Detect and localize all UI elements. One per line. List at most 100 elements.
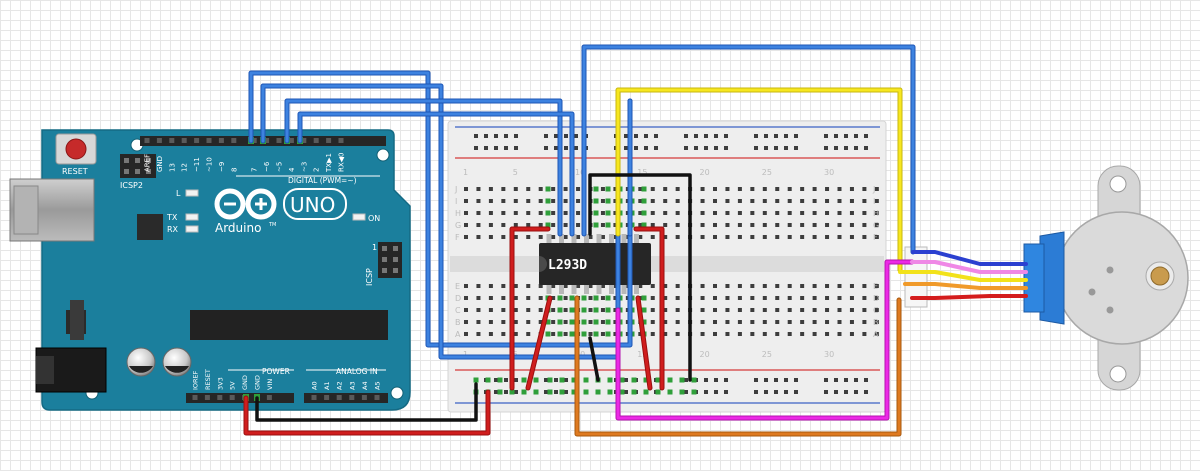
breadboard-hole [762, 320, 767, 324]
breadboard-hole [551, 320, 556, 324]
breadboard-hole [464, 223, 468, 227]
breadboard-hole [638, 187, 643, 191]
breadboard-hole-active [545, 210, 551, 216]
analog-pin-label: A3 [348, 381, 356, 390]
breadboard-hole [750, 235, 755, 239]
mount-hole [390, 386, 404, 400]
breadboard-hole [737, 332, 742, 336]
rail-hole-active [583, 389, 589, 395]
breadboard-hole [800, 199, 805, 203]
rail-hole [504, 390, 508, 394]
breadboard-hole [762, 199, 767, 203]
power-pin-label: 5V [229, 381, 237, 390]
header-pin [231, 138, 237, 143]
breadboard-hole [862, 320, 867, 324]
breadboard-hole [551, 284, 556, 288]
breadboard-hole [600, 284, 605, 288]
breadboard-hole [775, 320, 780, 324]
column-number: 25 [762, 350, 772, 359]
breadboard-hole [713, 223, 717, 227]
header-pin [124, 158, 129, 163]
analog-label: ANALOG IN [336, 367, 378, 376]
column-number: 20 [700, 168, 710, 177]
rail-hole [654, 134, 658, 138]
chip-leg [609, 284, 614, 294]
rail-hole [794, 378, 798, 382]
column-number: 25 [762, 168, 772, 177]
row-letter: H [873, 209, 879, 218]
header-pin [382, 246, 387, 251]
breadboard-hole [700, 332, 705, 336]
header-pin [181, 138, 187, 143]
breadboard-hole [638, 199, 643, 203]
rail-hole-active [607, 377, 613, 383]
breadboard-hole [613, 199, 618, 203]
breadboard-hole [600, 332, 605, 336]
wire-red-diag [526, 296, 552, 390]
row-letter: B [873, 318, 879, 327]
breadboard-hole [588, 296, 593, 300]
rail-hole-active [655, 389, 661, 395]
breadboard-hole [476, 284, 481, 288]
header-pin [393, 246, 398, 251]
breadboard-hole [713, 308, 717, 312]
power-pin-label: GND [241, 375, 249, 390]
rail-hole [754, 146, 758, 150]
rail-hole-active [607, 389, 613, 395]
breadboard-hole [874, 308, 879, 312]
rail-hole [794, 390, 798, 394]
breadboard-hole [849, 284, 854, 288]
breadboard-hole-active [605, 319, 611, 325]
icsp2-label: ICSP2 [120, 181, 143, 190]
mount-hole [1109, 365, 1127, 383]
breadboard-hole [613, 320, 618, 324]
rail-hole [864, 390, 868, 394]
breadboard-hole [849, 235, 854, 239]
rail-hole [724, 378, 728, 382]
rail-hole [514, 134, 518, 138]
breadboard-hole-active [545, 198, 551, 204]
header-pin [324, 395, 330, 400]
breadboard-hole-active [593, 319, 599, 325]
breadboard-hole [501, 296, 506, 300]
arduino-brand-label: Arduino [215, 221, 261, 235]
breadboard-hole [713, 332, 717, 336]
header-pin [169, 138, 175, 143]
breadboard-hole [600, 187, 605, 191]
breadboard-hole [476, 235, 481, 239]
rail-hole [694, 134, 698, 138]
breadboard-hole [588, 320, 593, 324]
breadboard-hole-active [569, 295, 575, 301]
rail-hole [854, 390, 858, 394]
rail-hole-active [643, 377, 649, 383]
reset-button-cap[interactable] [65, 138, 87, 160]
header-pin [276, 138, 282, 143]
breadboard-hole [638, 284, 643, 288]
breadboard-hole [775, 223, 780, 227]
rail-hole [704, 146, 708, 150]
wire-red-left [510, 227, 550, 390]
rail-hole [484, 146, 488, 150]
rail-hole [834, 390, 838, 394]
breadboard-hole [650, 223, 655, 227]
column-number: 30 [824, 350, 834, 359]
header-pin [288, 138, 294, 143]
rail-hole-active [643, 389, 649, 395]
rail-hole-active [485, 377, 491, 383]
breadboard-hole [713, 199, 717, 203]
chip-leg [571, 284, 577, 294]
chip-leg [634, 284, 639, 294]
breadboard-hole [613, 235, 618, 239]
row-letter: A [455, 330, 461, 339]
breadboard-hole [775, 199, 780, 203]
rail-hole [844, 378, 848, 382]
breadboard-hole [713, 296, 717, 300]
breadboard-hole [837, 284, 842, 288]
breadboard-hole [713, 235, 717, 239]
breadboard-hole [825, 332, 830, 336]
breadboard-hole [663, 199, 668, 203]
breadboard-hole-active [593, 307, 599, 313]
breadboard-hole-active [605, 331, 611, 337]
breadboard-hole [650, 284, 655, 288]
